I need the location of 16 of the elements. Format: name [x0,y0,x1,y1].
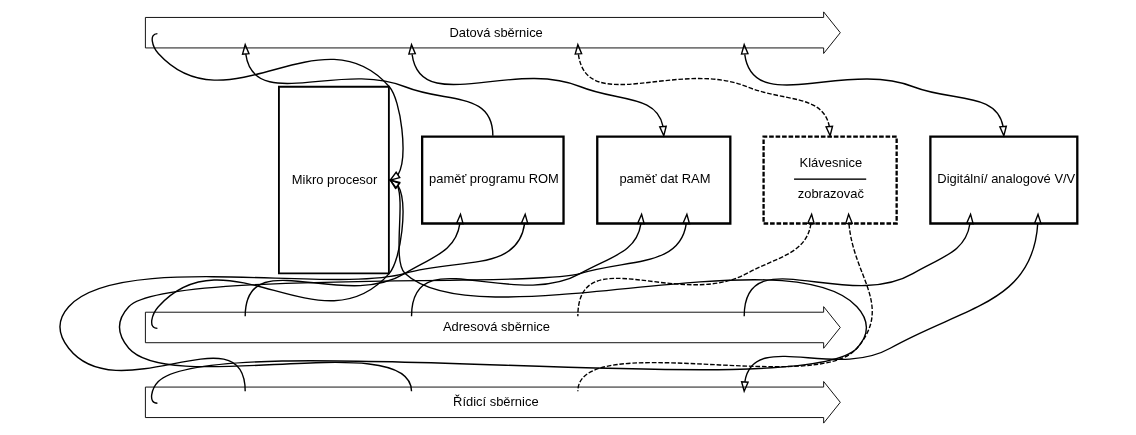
arrow [576,212,873,392]
arrow [740,42,1007,138]
arrow [407,42,667,138]
arrow [573,42,833,138]
arrow [151,32,404,182]
arrow [244,212,464,318]
arrow [740,212,1042,394]
node-box: Mikro procesor [277,85,390,275]
arrow [576,212,815,318]
arrow [150,178,867,404]
arrow [410,212,645,318]
arrow [743,212,974,318]
arrow [58,212,529,392]
arrow [118,212,690,392]
arrow [150,178,404,330]
arrow [241,42,494,137]
